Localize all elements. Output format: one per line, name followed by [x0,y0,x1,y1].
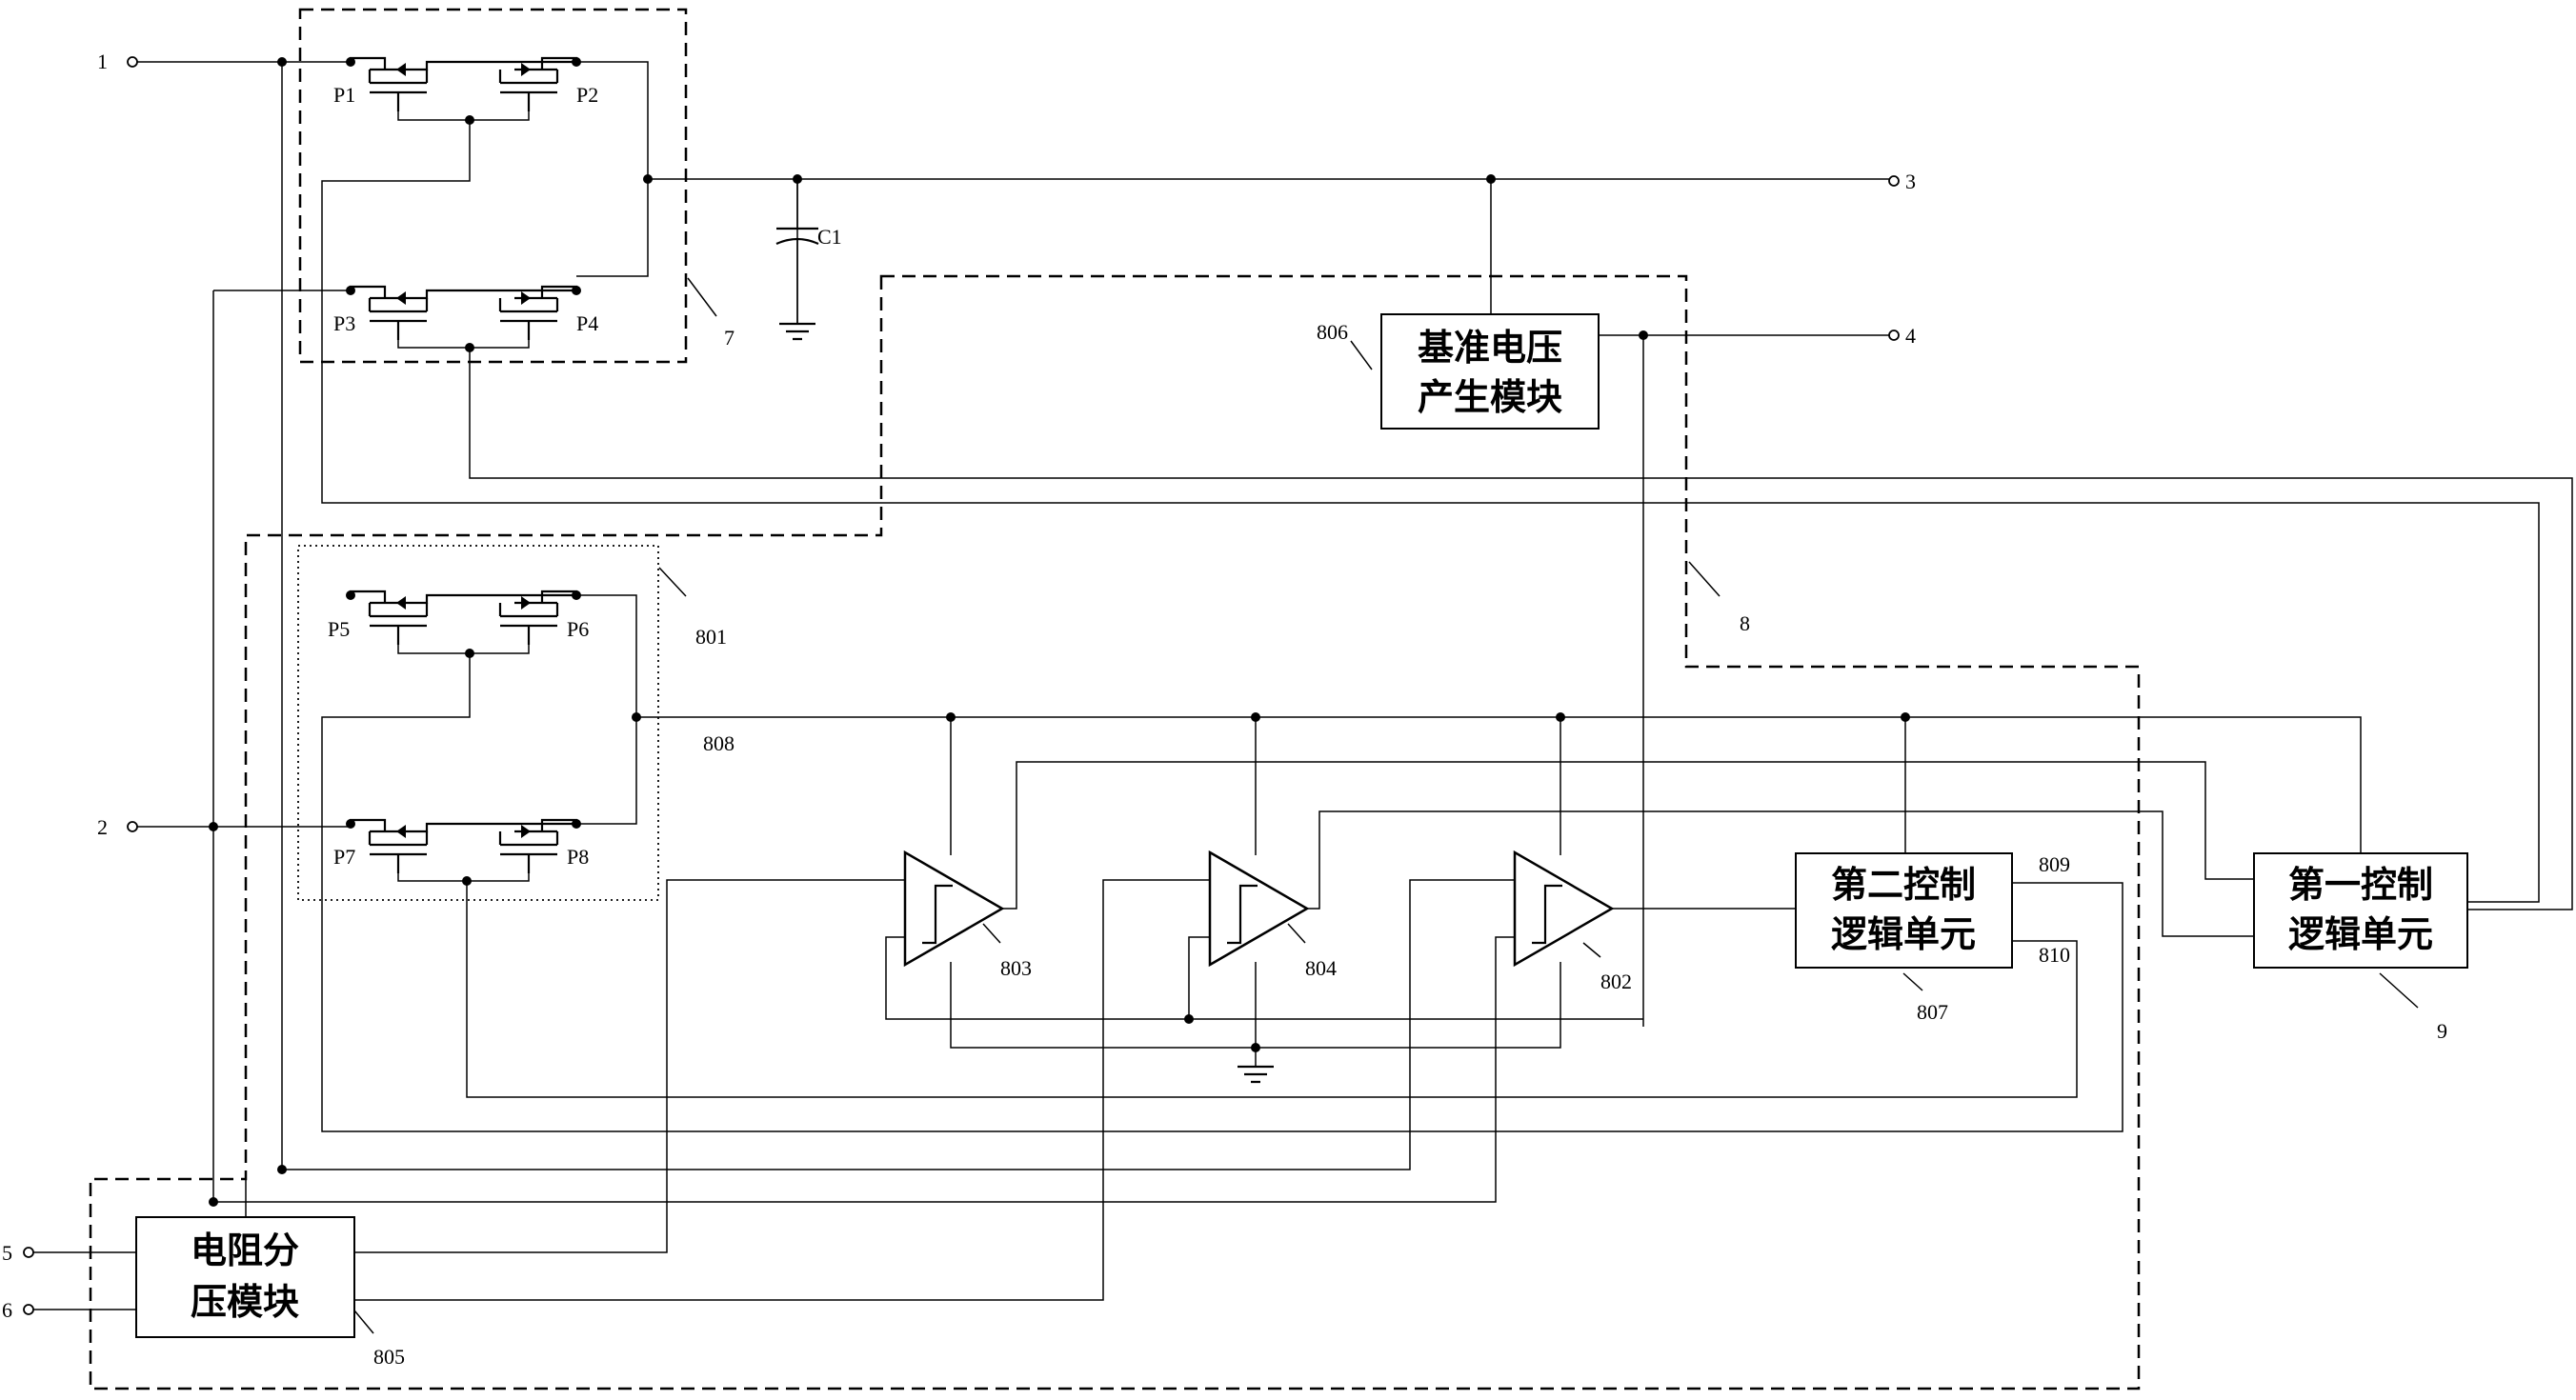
terminal-6-label: 6 [2,1298,12,1322]
ref-801: 801 [695,625,727,649]
resistor-divider-block: 电阻分 压模块 [135,1216,355,1338]
pmos-p4: P4 [498,285,598,340]
ref-807: 807 [1917,1000,1948,1024]
resistor-divider-line2: 压模块 [191,1281,299,1323]
ref-809: 809 [2039,852,2070,876]
p3-label: P3 [333,311,355,335]
p2-label: P2 [576,83,598,107]
p1-label: P1 [333,83,355,107]
terminal-2-label: 2 [97,815,108,839]
p5-p6-gate-link [397,645,530,654]
terminal-5: 5 [2,1241,34,1265]
first-logic-line2: 逻辑单元 [2288,913,2433,955]
pmos-p5: P5 [328,590,576,645]
ref-7: 7 [724,326,735,350]
p7-label: P7 [333,845,355,869]
terminal-4: 4 [1888,324,1916,348]
ref-voltage-line2: 产生模块 [1418,376,1562,418]
terminal-5-label: 5 [2,1241,12,1265]
ref-806: 806 [1317,320,1348,344]
ground-symbol-comparators [1238,1065,1274,1084]
ref-810: 810 [2039,943,2070,967]
comparator-802 [1513,850,1615,968]
pmos-p7: P7 [333,818,576,873]
ref-9: 9 [2437,1019,2447,1043]
pmos-p8: P8 [498,818,589,873]
pmos-p1: P1 [333,56,576,111]
module-7-boundary [298,8,688,364]
p4-label: P4 [576,311,598,335]
terminal-1-label: 1 [97,50,108,73]
pmos-p6: P6 [498,590,589,645]
comparator-804 [1208,850,1310,968]
module-801-boundary [297,545,659,901]
ref-voltage-line1: 基准电压 [1418,327,1562,369]
pmos-p3: P3 [333,285,576,340]
terminal-1: 1 [97,50,138,73]
p6-label: P6 [567,617,589,641]
p3-p4-gate-link [397,340,530,349]
second-logic-line1: 第二控制 [1831,864,1976,906]
ref-808: 808 [703,731,735,755]
p7-p8-gate-link [397,873,530,882]
ref-804: 804 [1305,956,1337,980]
ref-8: 8 [1740,611,1750,635]
first-logic-block: 第一控制 逻辑单元 [2253,852,2468,969]
comparator-803 [903,850,1005,968]
second-logic-line2: 逻辑单元 [1831,913,1976,955]
c1-label: C1 [817,225,842,249]
terminal-6: 6 [2,1298,34,1322]
module-8-boundary [89,274,2141,1390]
ground-symbol-c1 [779,322,815,341]
first-logic-line1: 第一控制 [2288,864,2433,906]
junction-dots [209,57,1910,1207]
ref-803: 803 [1000,956,1032,980]
capacitor-c1: C1 [775,179,842,324]
p8-label: P8 [567,845,589,869]
wires [33,61,2573,1310]
reference-voltage-block: 基准电压 产生模块 [1380,313,1600,430]
terminal-4-label: 4 [1905,324,1916,348]
terminal-3-label: 3 [1905,170,1916,193]
terminal-3: 3 [1888,170,1916,193]
reference-labels: 7 8 9 801 802 803 804 805 806 807 808 80… [353,277,2447,1369]
ref-802: 802 [1600,970,1632,993]
p1-p2-gate-link [397,111,530,121]
resistor-divider-line1: 电阻分 [191,1230,299,1271]
p5-label: P5 [328,617,350,641]
second-logic-block: 第二控制 逻辑单元 [1795,852,2013,969]
ref-805: 805 [373,1345,405,1369]
pmos-p2: P2 [498,56,598,111]
terminal-2: 2 [97,815,138,839]
